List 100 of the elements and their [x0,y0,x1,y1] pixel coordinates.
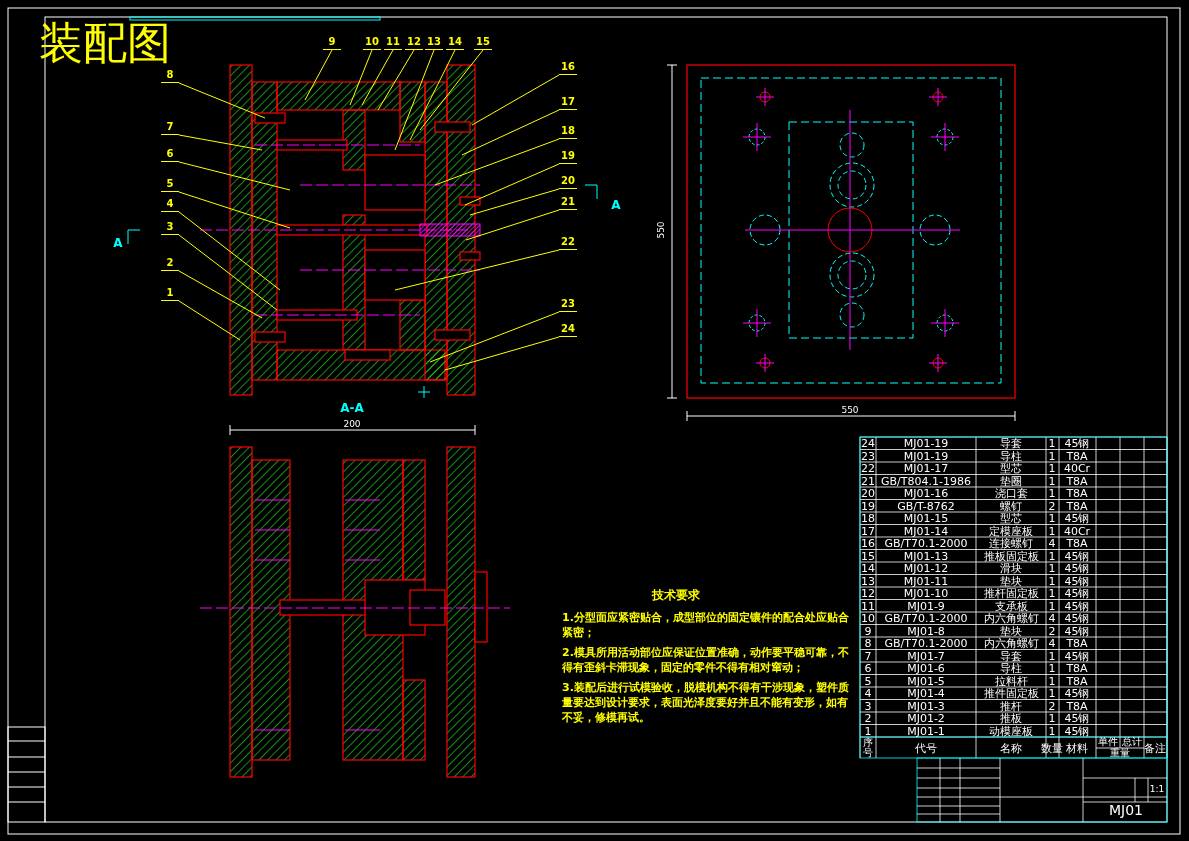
table-cell: 45钢 [1064,600,1090,612]
leader-line [178,161,291,191]
table-cell: MJ01-9 [907,600,945,612]
header-cell: 序号 [862,738,874,758]
callout-number: 21 [559,196,577,210]
callout-number: 2 [161,257,179,271]
table-cell: GB/T70.1-2000 [884,637,968,649]
table-cell: 2 [1048,500,1056,512]
callout-number: 3 [161,221,179,235]
table-cell: 1 [1048,450,1056,462]
leader-line [178,234,278,311]
table-cell: 1 [1048,662,1056,674]
table-cell: T8A [1066,487,1088,499]
callout-number: 22 [559,236,577,250]
callout-number: 19 [559,150,577,164]
header-cell: 数量 [1041,742,1063,754]
leader-line [361,49,394,106]
table-cell: 导套 [1000,650,1022,662]
table-cell: 1 [1048,712,1056,724]
table-cell: 型芯 [1000,512,1022,524]
table-cell: MJ01-5 [907,675,945,687]
table-cell: 1 [864,725,872,737]
table-cell: 1 [1048,650,1056,662]
callout-number: 13 [425,36,443,50]
table-cell: 20 [861,487,875,499]
callout-number: 16 [559,61,577,75]
table-cell: 垫块 [1000,625,1022,637]
leader-line [178,270,263,319]
table-cell: MJ01-2 [907,712,945,724]
callout-number: 18 [559,125,577,139]
leader-line [178,300,241,341]
table-cell: 45钢 [1064,437,1090,449]
table-cell: 1 [1048,600,1056,612]
table-cell: 垫圈 [1000,475,1022,487]
callout-number: 14 [446,36,464,50]
leader-line [469,188,560,216]
leader-line [178,211,281,291]
table-cell: 1 [1048,512,1056,524]
table-cell: 内六角螺钉 [983,612,1039,624]
table-cell: 40Cr [1063,525,1091,537]
leader-line [429,311,560,363]
dimension-text: 550 [841,405,859,415]
table-cell: 1 [1048,687,1056,699]
leader-line [471,74,560,126]
table-cell: MJ01-6 [907,662,945,674]
table-cell: 14 [861,562,875,574]
leader-line [465,209,560,241]
leader-line [444,336,560,371]
table-cell: 45钢 [1064,650,1090,662]
table-cell: T8A [1066,450,1088,462]
leader-line [377,49,415,111]
table-cell: T8A [1066,662,1088,674]
table-cell: T8A [1066,537,1088,549]
table-cell: 45钢 [1064,575,1090,587]
table-cell: 4 [864,687,872,699]
dimension-text: 200 [343,419,361,429]
table-cell: 1 [1048,675,1056,687]
table-cell: 17 [861,525,875,537]
header-cell: 备注 [1144,742,1166,754]
table-cell: MJ01-12 [903,562,949,574]
callout-number: 20 [559,175,577,189]
table-cell: MJ01-11 [903,575,949,587]
table-cell: 21 [861,475,875,487]
dimension-text: 550 [656,221,666,239]
table-cell: MJ01-4 [907,687,945,699]
callout-number: 17 [559,96,577,110]
table-cell: 45钢 [1064,725,1090,737]
table-cell: 40Cr [1063,462,1091,474]
header-cell: 单件 [1098,737,1118,747]
table-cell: 推件固定板 [983,687,1039,699]
table-cell: MJ01-7 [907,650,945,662]
leader-line [178,134,263,151]
callout-number: 6 [161,148,179,162]
leader-line [464,163,560,206]
table-cell: MJ01-14 [903,525,949,537]
table-cell: 导套 [1000,437,1022,449]
table-cell: MJ01-15 [903,512,949,524]
table-cell: 滑块 [1000,562,1022,574]
callout-number: 15 [474,36,492,50]
table-cell: MJ01-1 [907,725,945,737]
table-cell: T8A [1066,475,1088,487]
table-cell: 型芯 [1000,462,1022,474]
table-cell: 13 [861,575,875,587]
table-cell: 18 [861,512,875,524]
header-cell: 总计 [1122,737,1142,747]
callout-number: 11 [384,36,402,50]
header-cell: 重量 [1110,748,1130,758]
table-cell: 6 [864,662,872,674]
table-cell: T8A [1066,637,1088,649]
scale-text: 1:1 [1149,784,1165,794]
drawing-title: 装配图 [39,21,171,65]
leader-line [394,49,435,151]
table-cell: 导柱 [1000,450,1022,462]
leader-line [178,82,266,119]
requirement-text: 3.装配后进行试模验收，脱模机构不得有干涉现象，塑件质量要达到设计要求，表面光泽度要好并且不能有变形，如有不妥，修模再试。 [562,680,850,725]
table-cell: 1 [1048,575,1056,587]
leader-line [434,138,560,186]
table-cell: 1 [1048,525,1056,537]
table-cell: 45钢 [1064,587,1090,599]
table-cell: 浇口套 [994,487,1028,499]
